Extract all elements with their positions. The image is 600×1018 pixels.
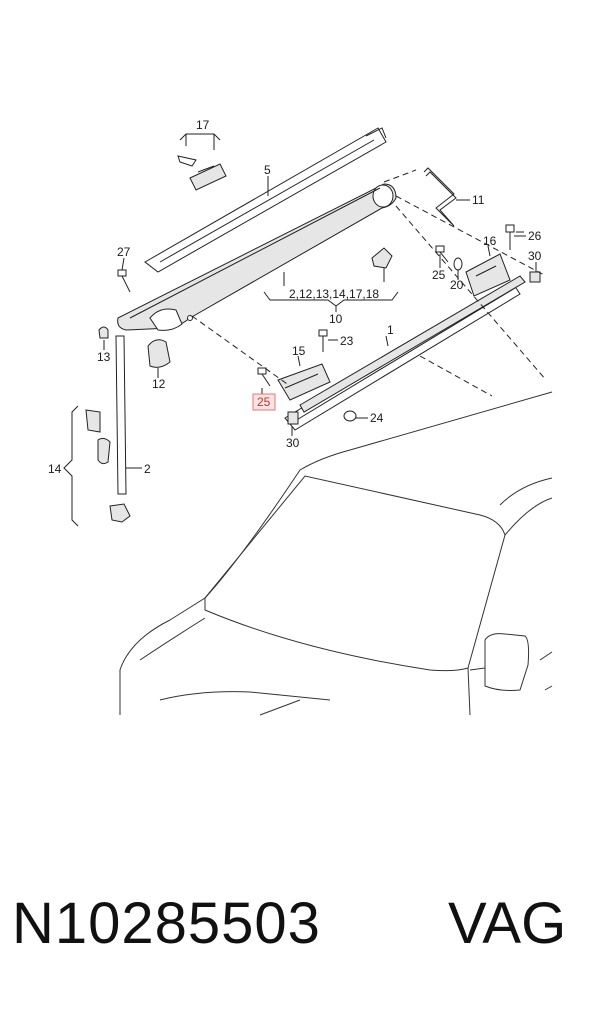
assembly-dash-lines [191,169,547,397]
callout-25-highlighted: 25 [257,395,271,409]
strip-part-2 [115,335,127,495]
retainer-clip [371,247,393,282]
callout-27: 27 [117,245,131,259]
clip-part-17 [177,133,227,191]
callout-14: 14 [48,462,62,476]
callout-30-top: 30 [528,249,542,263]
washer-part-20 [453,257,463,271]
screw-part-25-top [435,245,449,263]
callout-12: 12 [152,377,166,391]
exploded-parts-diagram: 17 5 11 27 16 26 25 20 30 2,12,13,14,17,… [48,118,553,716]
callout-16: 16 [483,234,497,248]
part-number: N10285503 [12,891,321,956]
brand-name: VAG [448,891,567,956]
callout-25-top: 25 [432,268,446,282]
bracket-part-16 [465,253,511,297]
callout-23: 23 [340,334,354,348]
bracket-part-15 [277,363,331,401]
part-group-14 [63,405,131,527]
callout-24: 24 [370,411,384,425]
callout-17: 17 [196,118,210,132]
screw-part-27 [117,269,131,293]
callout-2: 2 [144,462,151,476]
screw-part-23 [318,329,336,352]
car-body-outline [119,391,553,716]
lower-rail-part-1 [284,275,526,431]
callout-11: 11 [472,193,485,207]
callout-1: 1 [387,323,394,337]
cross-tube-rail [117,183,397,331]
screw-part-26 [505,224,524,250]
washer-part-24 [343,410,357,422]
callout-20: 20 [450,278,464,292]
callout-26: 26 [528,229,542,243]
nut-part-30-bottom [287,411,299,425]
end-cap-part-13 [98,326,109,339]
footer: N10285503 VAG [0,890,600,980]
end-cap-part-12 [147,339,171,368]
callout-30-bottom: 30 [286,436,300,450]
highlight-box [252,393,276,411]
callout-15: 15 [292,344,306,358]
callout-10: 10 [329,312,343,326]
screw-part-25-highlighted [257,367,271,387]
callout-list-10: 2,12,13,14,17,18 [289,287,379,301]
nut-part-30-top [529,271,541,283]
callout-13: 13 [97,350,111,364]
callout-5: 5 [264,163,271,177]
crank-handle-part-11 [423,167,470,227]
callout-labels: 17 5 11 27 16 26 25 20 30 2,12,13,14,17,… [48,118,542,476]
leader-lines [103,176,537,469]
